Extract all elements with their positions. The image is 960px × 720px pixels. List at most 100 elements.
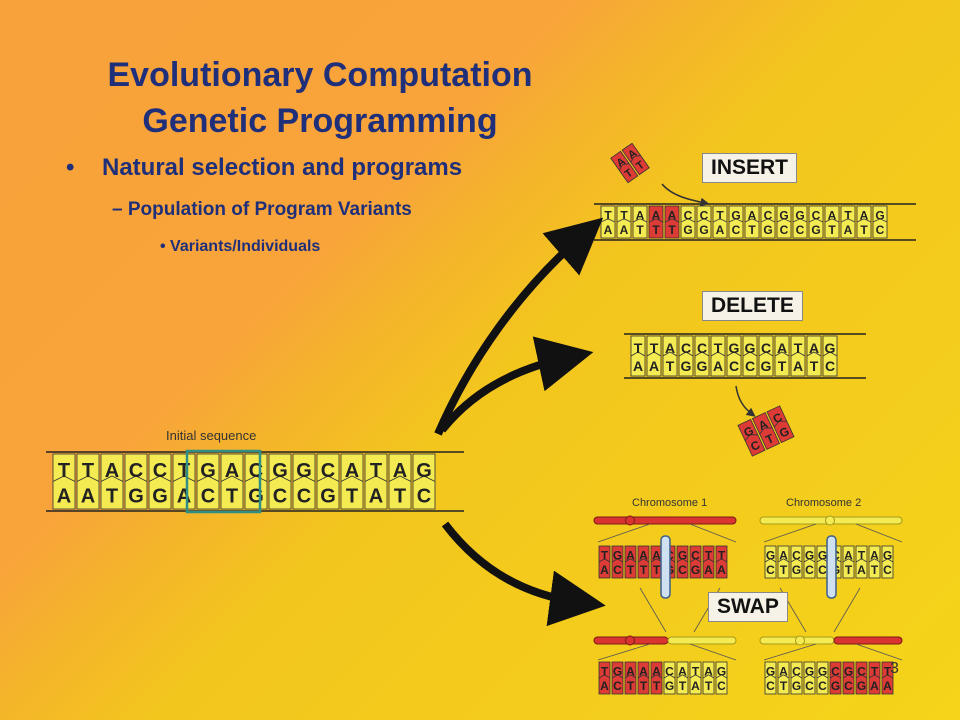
base-letter-top: C bbox=[691, 548, 700, 562]
base-letter-bottom: T bbox=[778, 358, 787, 374]
base-letter-bottom: G bbox=[681, 358, 692, 374]
base-letter-top: T bbox=[714, 340, 723, 356]
base-letter-bottom: A bbox=[600, 563, 609, 577]
base-letter-bottom: A bbox=[604, 223, 613, 237]
base-letter-bottom: T bbox=[668, 223, 676, 237]
base-letter-top: C bbox=[812, 208, 821, 222]
base-letter-bottom: C bbox=[417, 485, 431, 507]
chromosome-1-after bbox=[593, 635, 737, 646]
base-letter-bottom: G bbox=[248, 485, 264, 507]
base-letter-top: G bbox=[745, 340, 756, 356]
base-letter-top: T bbox=[858, 548, 866, 562]
base-letter-top: T bbox=[601, 664, 609, 678]
base-letter-top: T bbox=[884, 664, 892, 678]
base-letter-top: A bbox=[860, 208, 869, 222]
base-letter-bottom: A bbox=[716, 223, 725, 237]
base-letter-bottom: G bbox=[857, 679, 866, 693]
base-letter-bottom: A bbox=[633, 358, 643, 374]
base-letter-top: T bbox=[705, 548, 713, 562]
base-letter-top: C bbox=[761, 340, 771, 356]
base-letter-bottom: T bbox=[828, 223, 836, 237]
base-letter-top: C bbox=[764, 208, 773, 222]
base-letter-bottom: G bbox=[811, 223, 820, 237]
base-letter-top: A bbox=[870, 548, 879, 562]
base-letter-top: A bbox=[345, 460, 359, 482]
base-letter-top: G bbox=[818, 548, 827, 562]
base-letter-bottom: A bbox=[649, 358, 659, 374]
base-letter-top: G bbox=[795, 208, 804, 222]
base-letter-bottom: T bbox=[780, 563, 788, 577]
selected-segment-box bbox=[185, 449, 262, 514]
dash-icon: – bbox=[112, 199, 128, 220]
base-letter-bottom: C bbox=[876, 223, 885, 237]
base-letter-bottom: C bbox=[729, 358, 739, 374]
base-letter-top: A bbox=[704, 664, 713, 678]
base-letter-top: A bbox=[652, 208, 661, 222]
base-letter-bottom: T bbox=[666, 358, 675, 374]
title-line-2: Genetic Programming bbox=[142, 102, 498, 140]
base-letter-top: C bbox=[792, 548, 801, 562]
base-letter-top: C bbox=[792, 664, 801, 678]
base-letter-top: A bbox=[636, 208, 645, 222]
base-letter-top: G bbox=[613, 548, 622, 562]
base-letter-top: A bbox=[626, 664, 635, 678]
chromosome-1-before bbox=[593, 515, 737, 526]
initial-sequence-caption: Initial sequence bbox=[166, 428, 257, 443]
base-letter-bottom: A bbox=[691, 679, 700, 693]
bullet-level-1-text: Natural selection and programs bbox=[102, 154, 463, 181]
base-letter-bottom: G bbox=[320, 485, 336, 507]
base-letter-bottom: A bbox=[844, 223, 853, 237]
base-letter-top: A bbox=[105, 460, 119, 482]
base-letter-bottom: T bbox=[810, 358, 819, 374]
base-letter-top: A bbox=[393, 460, 407, 482]
base-letter-top: T bbox=[718, 548, 726, 562]
base-letter-top: T bbox=[634, 340, 643, 356]
base-letter-bottom: C bbox=[732, 223, 741, 237]
base-letter-top: T bbox=[601, 548, 609, 562]
base-letter-bottom: T bbox=[780, 679, 788, 693]
base-letter-top: A bbox=[748, 208, 757, 222]
base-letter-top: G bbox=[296, 460, 312, 482]
page-number: 3 bbox=[890, 660, 899, 677]
base-letter-top: G bbox=[613, 664, 622, 678]
base-letter-top: G bbox=[875, 208, 884, 222]
bullet-small-dot-icon: • bbox=[160, 238, 171, 255]
base-letter-top: G bbox=[678, 548, 687, 562]
base-letter-bottom: T bbox=[636, 223, 644, 237]
arrow-to-insert bbox=[434, 217, 604, 436]
base-letter-top: C bbox=[665, 664, 674, 678]
base-letter-top: A bbox=[809, 340, 819, 356]
base-letter-top: T bbox=[844, 208, 852, 222]
base-letter-bottom: A bbox=[883, 679, 892, 693]
base-letter-bottom: C bbox=[805, 679, 814, 693]
base-letter-top: T bbox=[794, 340, 803, 356]
delete-label: DELETE bbox=[702, 291, 803, 321]
base-letter-top: G bbox=[766, 664, 775, 678]
base-letter-top: G bbox=[844, 664, 853, 678]
base-letter-top: G bbox=[883, 548, 892, 562]
base-letter-bottom: C bbox=[297, 485, 311, 507]
base-letter-top: G bbox=[779, 208, 788, 222]
base-letter-bottom: T bbox=[653, 679, 661, 693]
base-letter-bottom: T bbox=[640, 563, 648, 577]
base-letter-bottom: G bbox=[763, 223, 772, 237]
base-letter-bottom: A bbox=[57, 485, 71, 507]
base-letter-bottom: C bbox=[818, 563, 827, 577]
base-letter-top: T bbox=[620, 208, 628, 222]
base-letter-top: A bbox=[652, 548, 661, 562]
base-letter-top: C bbox=[153, 460, 167, 482]
base-letter-bottom: C bbox=[745, 358, 755, 374]
base-letter-bottom: C bbox=[678, 563, 687, 577]
base-letter-top: G bbox=[805, 548, 814, 562]
base-letter-top: A bbox=[678, 664, 687, 678]
base-letter-top: A bbox=[779, 548, 788, 562]
zoom-guides bbox=[597, 523, 903, 661]
bullet-level-3-text: Variants/Individuals bbox=[170, 238, 321, 255]
base-letter-bottom: G bbox=[691, 563, 700, 577]
base-letter-bottom: T bbox=[106, 485, 118, 507]
